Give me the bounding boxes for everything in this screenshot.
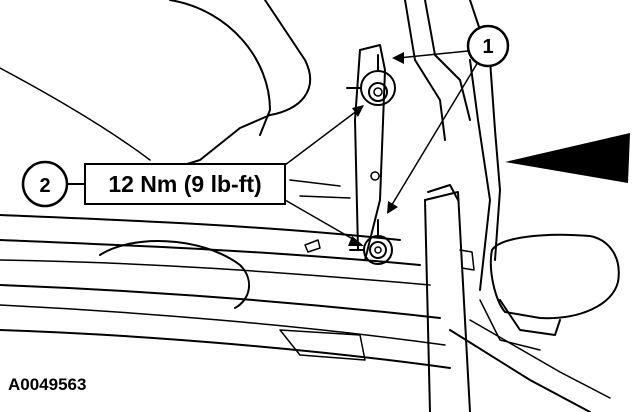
direction-arrow-icon (505, 133, 630, 183)
lower-bolt-icon (349, 219, 393, 265)
callout-2: 2 12 Nm (9 lb-ft) (21, 160, 286, 208)
callout-1: 1 (466, 24, 510, 68)
callout-2-leaders (284, 105, 364, 246)
gas-strut (424, 184, 475, 412)
torque-spec-label: 12 Nm (9 lb-ft) (108, 171, 261, 197)
figure-id: A0049563 (8, 375, 86, 394)
callout-1-number: 1 (482, 36, 493, 58)
torque-label-box (84, 163, 286, 205)
upper-bolt-icon (346, 54, 396, 106)
hinge-bracket (354, 0, 501, 291)
body-panel-outline (0, 0, 451, 369)
lower-trim (449, 319, 611, 412)
side-mirror (479, 233, 620, 351)
callout-2-number: 2 (39, 175, 50, 197)
callout-1-leaders (387, 49, 479, 214)
